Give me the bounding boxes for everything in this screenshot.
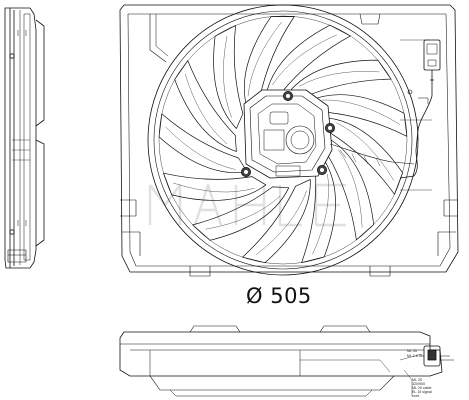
fan-blade [327, 139, 375, 241]
blade-rib [185, 73, 228, 145]
callout-6: EL 15 signal [412, 390, 432, 394]
blade-rib [255, 190, 307, 256]
blade-rib [336, 122, 394, 181]
callout-1: ML 35 [407, 349, 417, 353]
fan-blade [243, 16, 295, 109]
blade-rib [272, 34, 337, 86]
callout-2: ML 1.6 Nm [407, 354, 425, 358]
fan-blade [163, 172, 267, 201]
blade-rib [223, 36, 232, 118]
blade-rib [247, 21, 282, 97]
blade-rib [165, 126, 236, 170]
fan-blade [158, 113, 248, 173]
callout-4: 320/900 [412, 382, 425, 386]
fan-blades [158, 16, 408, 264]
fan-blade [301, 161, 336, 263]
watermark [148, 183, 346, 227]
fan-blade [213, 25, 244, 129]
fan-blade [325, 117, 403, 195]
diameter-dimension: Ø 505 [246, 284, 312, 308]
fan-shroud [119, 4, 459, 277]
motor-hub [243, 89, 333, 179]
fan-blade [192, 186, 290, 241]
side-view [4, 7, 45, 269]
connector-plug [423, 39, 441, 71]
fan-ring [147, 4, 419, 276]
callout-7: cont. [412, 394, 420, 398]
hub-bolts [240, 91, 335, 177]
fan-blade [242, 179, 311, 264]
fan-blade [288, 59, 392, 98]
blade-rib [299, 71, 380, 87]
bottom-view [119, 325, 454, 397]
callout-5: ML 20 cable [412, 386, 432, 390]
connector-harness [329, 39, 441, 179]
blade-rib [173, 182, 255, 193]
fan-blade [265, 24, 351, 96]
fan-blade [309, 94, 408, 137]
fan-blade [174, 60, 237, 152]
blade-rib [322, 99, 401, 125]
blade-rib [312, 173, 329, 255]
blade-rib [205, 195, 281, 230]
callout-3: ML 25 [412, 378, 422, 382]
blade-rib [338, 149, 363, 228]
